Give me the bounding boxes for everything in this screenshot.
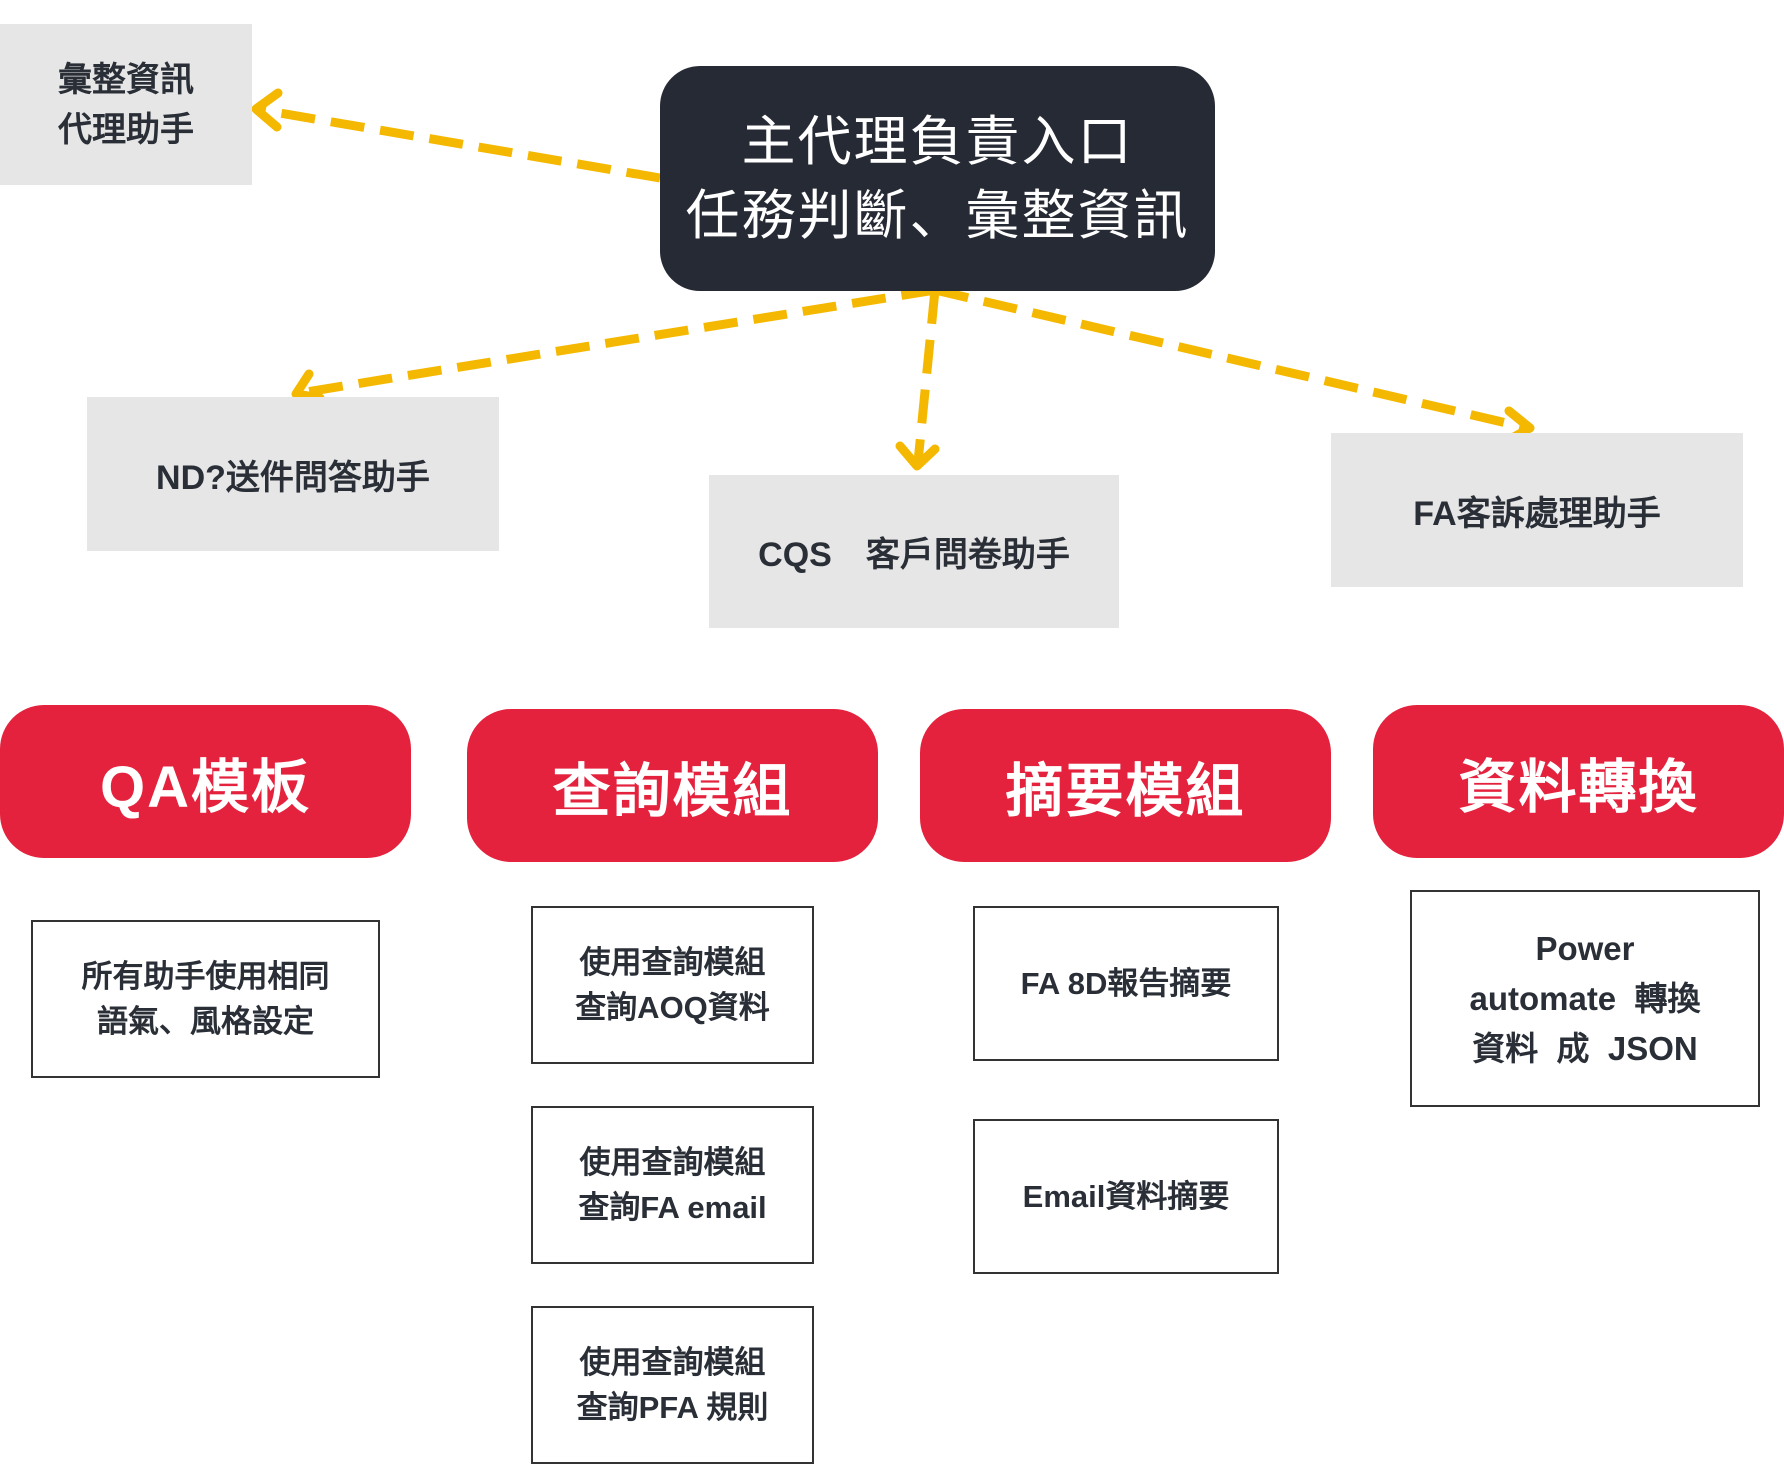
root-line-1: 主代理負責入口	[741, 111, 1134, 172]
query-item-aoq: 使用查詢模組 查詢AOQ資料	[531, 906, 814, 1064]
arrowhead-nd	[291, 369, 325, 403]
nd-agent-label: ND?送件問答助手	[156, 458, 430, 497]
arrow-root-to-fa	[933, 285, 1530, 433]
arrow-root-to-summary	[261, 105, 661, 183]
arrow-root-to-nd	[299, 285, 936, 398]
module-header-qa-template: QA模板	[0, 705, 411, 858]
arrowhead-summary	[251, 88, 283, 132]
root-agent-node: 主代理負責入口 任務判斷、彙整資訊	[660, 66, 1215, 291]
fa-agent-label: FA客訴處理助手	[1413, 494, 1661, 533]
item-line: 查詢PFA 規則	[576, 1390, 769, 1425]
item-line: 所有助手使用相同	[81, 959, 330, 994]
item-line: 語氣、風格設定	[97, 1004, 314, 1039]
summary-agent-line-1: 彙整資訊	[58, 60, 194, 99]
conversion-item-power-automate: Power automate 轉換 資料 成 JSON	[1410, 890, 1760, 1107]
item-line: 使用查詢模組	[579, 1345, 766, 1380]
module-header-summary: 摘要模組	[920, 709, 1331, 862]
module-title: 摘要模組	[1005, 758, 1246, 824]
item-line: 查詢AOQ資料	[575, 990, 770, 1025]
query-item-fa-email: 使用查詢模組 查詢FA email	[531, 1106, 814, 1264]
item-line: 資料 成 JSON	[1472, 1029, 1698, 1067]
item-line: Power	[1535, 929, 1635, 967]
cqs-agent-node: CQS 客戶問卷助手	[709, 475, 1119, 628]
module-title: 查詢模組	[552, 758, 793, 824]
arrow-root-to-cqs	[913, 289, 940, 463]
module-header-data-conversion: 資料轉換	[1373, 705, 1784, 858]
qa-template-item: 所有助手使用相同 語氣、風格設定	[31, 920, 380, 1078]
summary-item-email: Email資料摘要	[973, 1119, 1279, 1274]
item-line: Email資料摘要	[1022, 1179, 1230, 1214]
query-item-pfa-rules: 使用查詢模組 查詢PFA 規則	[531, 1306, 814, 1464]
item-line: automate 轉換	[1469, 979, 1701, 1017]
item-line: FA 8D報告摘要	[1020, 966, 1232, 1001]
summary-agent-line-2: 代理助手	[58, 110, 194, 149]
root-line-2: 任務判斷、彙整資訊	[685, 185, 1190, 246]
summary-agent-node: 彙整資訊 代理助手	[0, 24, 252, 185]
module-title: QA模板	[99, 754, 311, 820]
cqs-agent-label: CQS 客戶問卷助手	[758, 536, 1070, 574]
item-line: 使用查詢模組	[579, 1145, 766, 1180]
nd-agent-node: ND?送件問答助手	[87, 397, 499, 551]
summary-item-fa-8d: FA 8D報告摘要	[973, 906, 1279, 1061]
item-line: 使用查詢模組	[579, 945, 766, 980]
module-header-query: 查詢模組	[467, 709, 878, 862]
arrowhead-cqs	[895, 441, 940, 471]
item-line: 查詢FA email	[578, 1190, 767, 1225]
module-title: 資料轉換	[1458, 754, 1699, 820]
fa-agent-node: FA客訴處理助手	[1331, 433, 1743, 587]
